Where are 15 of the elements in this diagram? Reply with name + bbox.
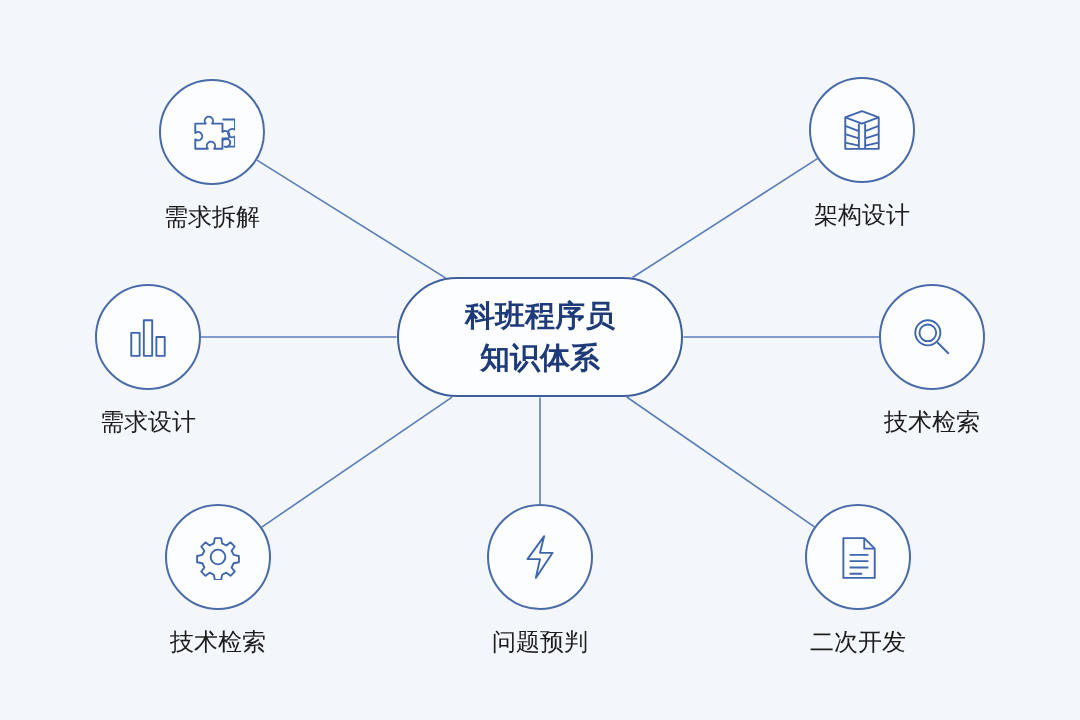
- topic-label: 技术检索: [170, 627, 266, 658]
- central-topic-pill: 科班程序员知识体系: [397, 277, 683, 397]
- connector-line: [631, 157, 819, 279]
- topic-label: 问题预判: [492, 627, 588, 658]
- connector-line: [256, 159, 447, 279]
- topic-label: 技术检索: [884, 407, 980, 438]
- connector-line: [682, 336, 880, 338]
- connector-line: [625, 396, 816, 528]
- topic-label: 架构设计: [814, 200, 910, 231]
- topic-label: 需求设计: [100, 407, 196, 438]
- topic-label: 需求拆解: [164, 202, 260, 233]
- topic-label: 二次开发: [810, 627, 906, 658]
- connector-line: [260, 396, 453, 528]
- connector-line: [539, 396, 541, 505]
- connector-line: [200, 336, 398, 338]
